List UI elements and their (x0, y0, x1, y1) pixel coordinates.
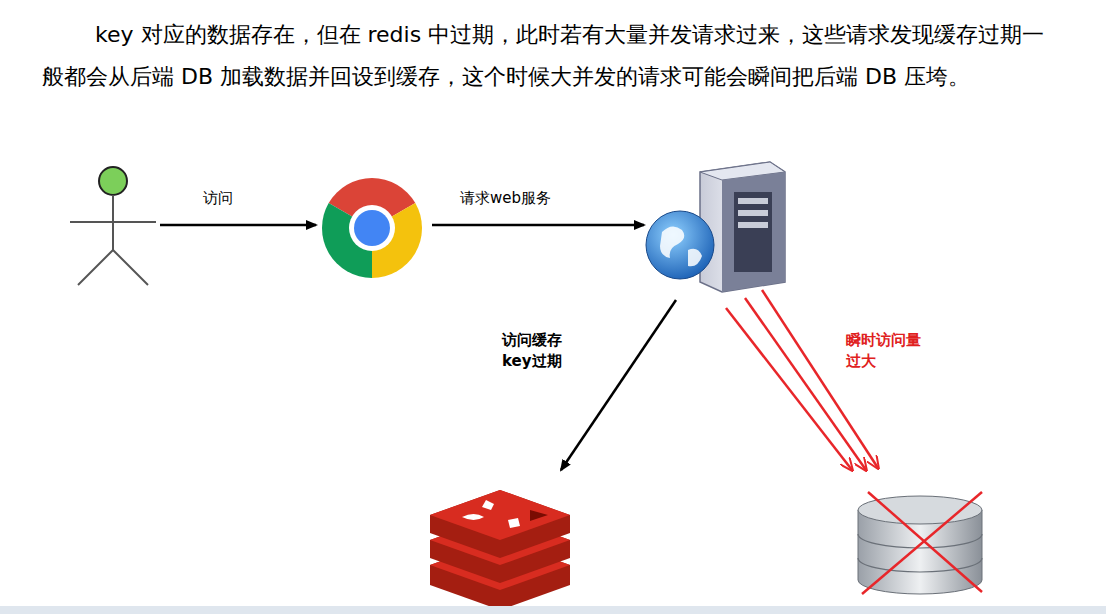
arrow (160, 224, 316, 227)
red-arrow (745, 298, 866, 470)
bottom-strip (0, 606, 1106, 614)
edge-label: 访问 (203, 188, 263, 208)
user-figure (70, 167, 156, 285)
arrow (561, 300, 676, 470)
red-arrow (762, 290, 878, 468)
edge-label: 访问缓存 key过期 (502, 330, 576, 372)
database-icon (858, 492, 982, 594)
redis-icon (430, 490, 570, 610)
web-server-icon (646, 162, 785, 292)
edge-label: 请求web服务 (460, 188, 600, 208)
browser-icon (322, 178, 422, 278)
warning-label: 瞬时访问量 过大 (846, 330, 932, 372)
arrow (432, 224, 644, 227)
paragraph-text: key 对应的数据存在，但在 redis 中过期，此时若有大量并发请求过来，这些… (42, 14, 1064, 98)
